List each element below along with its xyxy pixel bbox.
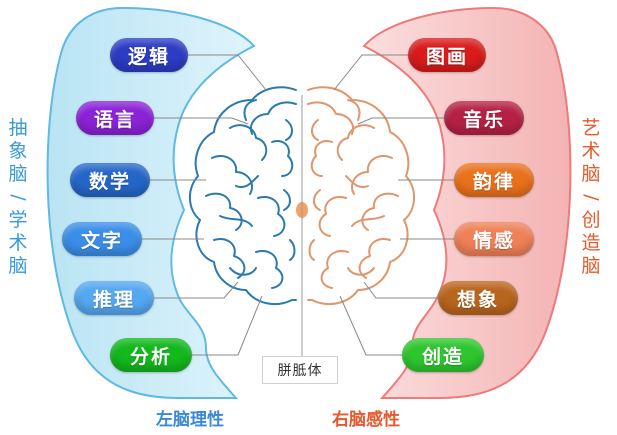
right-item-label: 图画 — [425, 45, 468, 68]
right-item-pill: 情感 — [454, 222, 534, 256]
right-vertical-char: 艺 — [581, 117, 601, 139]
right-item-label: 想象 — [456, 288, 499, 311]
left-item-pill: 分析 — [110, 338, 192, 372]
left-vertical-char: 学 — [8, 209, 28, 231]
left-vertical-char: 脑 — [8, 163, 28, 185]
right-vertical-char: 脑 — [581, 163, 601, 185]
left-connectors — [140, 54, 267, 356]
right-vertical-separator: / — [580, 194, 603, 201]
left-vertical-char: 脑 — [8, 255, 28, 277]
left-vertical-char: 抽 — [8, 117, 28, 139]
left-brain-caption: 左脑理性 — [156, 410, 224, 430]
right-vertical-char: 造 — [581, 232, 601, 254]
right-vertical-label: 艺 术 脑 / 创 造 脑 — [580, 117, 603, 278]
left-item-pill: 数学 — [70, 163, 150, 197]
right-item-pill: 图画 — [408, 38, 486, 72]
right-item-label: 音乐 — [462, 108, 505, 131]
left-vertical-separator: / — [7, 194, 30, 201]
right-item-pill: 韵律 — [454, 163, 534, 197]
right-brain-hemisphere — [307, 86, 415, 306]
right-item-label: 情感 — [472, 229, 515, 252]
left-item-pill: 文字 — [62, 222, 142, 256]
right-item-pill: 想象 — [438, 281, 518, 315]
right-item-label: 创造 — [421, 345, 464, 368]
right-connectors — [333, 54, 456, 356]
left-item-label: 分析 — [129, 345, 172, 368]
right-vertical-char: 术 — [581, 140, 601, 162]
left-item-label: 数学 — [88, 170, 131, 193]
right-item-pill: 创造 — [402, 338, 484, 372]
left-item-pill: 推理 — [74, 281, 154, 315]
right-vertical-char: 创 — [581, 209, 601, 231]
right-item-label: 韵律 — [472, 170, 515, 193]
left-item-label: 文字 — [80, 229, 123, 252]
right-vertical-char: 脑 — [581, 255, 601, 277]
left-vertical-char: 术 — [8, 232, 28, 254]
right-brain-caption: 右脑感性 — [332, 410, 400, 430]
left-item-label: 语言 — [93, 108, 136, 131]
left-vertical-label: 抽 象 脑 / 学 术 脑 — [7, 117, 30, 278]
left-item-pill: 语言 — [76, 101, 154, 135]
left-item-label: 推理 — [92, 288, 135, 311]
corpus-callosum-label: 胼胝体 — [262, 356, 338, 384]
right-item-pill: 音乐 — [444, 101, 524, 135]
left-brain-hemisphere — [189, 86, 297, 306]
left-item-pill: 逻辑 — [110, 38, 188, 72]
left-item-label: 逻辑 — [127, 45, 170, 68]
left-vertical-char: 象 — [8, 140, 28, 162]
